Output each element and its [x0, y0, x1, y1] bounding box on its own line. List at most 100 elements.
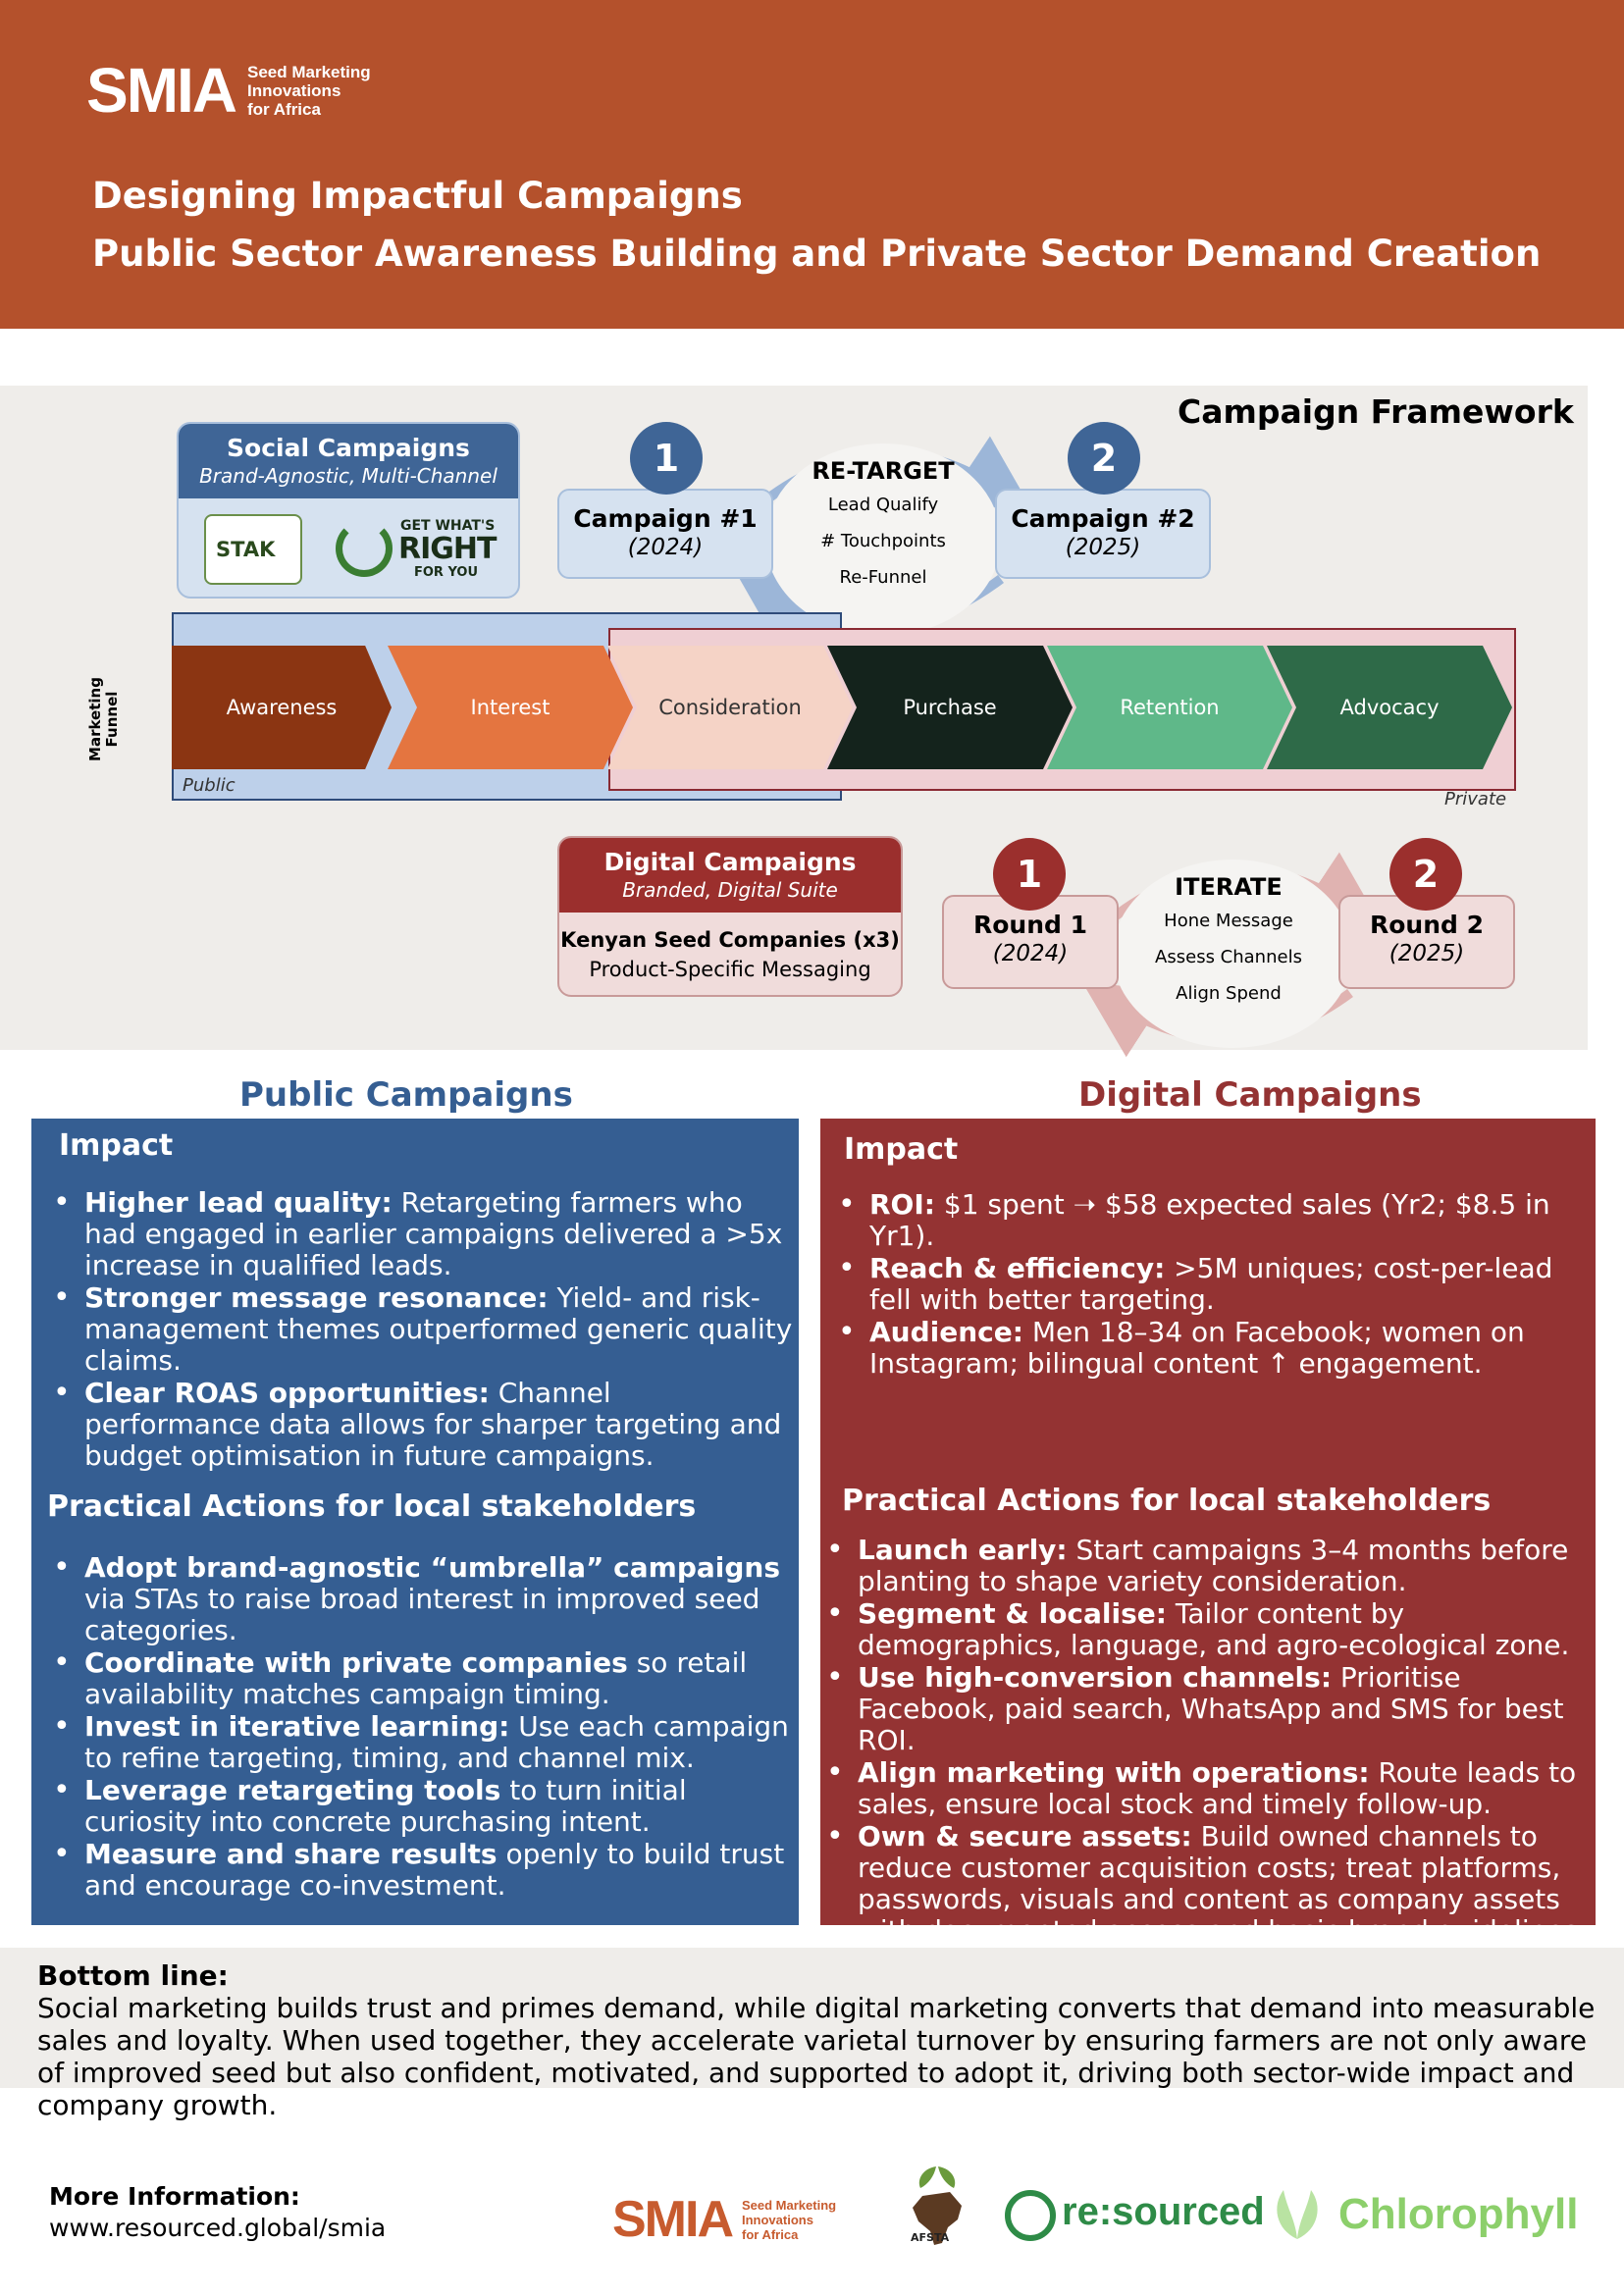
campaign-2-number-badge: 2 [1068, 422, 1140, 495]
list-item: Higher lead quality: Retargeting farmers… [49, 1187, 795, 1281]
list-item-text: Tailor content by demographics, language… [858, 1597, 1570, 1661]
public-campaigns-panel: Impact Higher lead quality: Retargeting … [31, 1119, 799, 1925]
list-item-text: Retargeting farmers who had engaged in e… [84, 1186, 783, 1281]
bottom-line-heading: Bottom line: [37, 1959, 229, 1992]
campaign-2-year: (2025) [1065, 535, 1141, 560]
retarget-label: RE-TARGET Lead Qualify # Touchpoints Re-… [785, 457, 981, 596]
chlorophyll-leaf-icon [1277, 2190, 1318, 2239]
smia-logo-subtitle: Seed Marketing Innovations for Africa [247, 63, 371, 119]
public-range-label: Public [183, 775, 236, 796]
iterate-line: Align Spend [1176, 983, 1282, 1004]
gwr-circle-icon [336, 520, 393, 577]
social-campaigns-header: Social Campaigns Brand-Agnostic, Multi-C… [179, 424, 518, 498]
funnel-stage-purchase: Purchase [827, 646, 1073, 769]
list-item: Segment & localise: Tailor content by de… [822, 1598, 1590, 1661]
more-information-link[interactable]: www.resourced.global/smia [49, 2214, 387, 2242]
chlorophyll-logo: Chlorophyll [1338, 2190, 1579, 2238]
bottom-line-section [0, 1948, 1624, 2088]
campaign-1-box: Campaign #1 (2024) [557, 489, 773, 579]
funnel-label-line2: Funnel [103, 691, 121, 748]
list-item-text: to turn initial curiosity into concrete … [84, 1774, 687, 1838]
digital-campaigns-header: Digital Campaigns Branded, Digital Suite [559, 838, 901, 913]
campaign-1-number-badge: 1 [630, 422, 703, 495]
iterate-title: ITERATE [1175, 873, 1283, 901]
funnel-label-line1: Marketing [86, 677, 104, 761]
footer-smia-logo: SMIA [612, 2191, 734, 2248]
list-item-lead: Align marketing with operations: [858, 1756, 1370, 1789]
list-item-text: Use each campaign to refine targeting, t… [84, 1710, 789, 1774]
digital-impact-heading: Impact [844, 1132, 959, 1167]
digital-campaigns-line1: Kenyan Seed Companies (x3) [560, 928, 900, 952]
campaign-1-title: Campaign #1 [573, 504, 758, 533]
retarget-loop-arrows [732, 436, 1034, 644]
page-subtitle: Public Sector Awareness Building and Pri… [92, 233, 1542, 275]
list-item-text: via STAs to raise broad interest in impr… [84, 1583, 760, 1646]
social-campaigns-title: Social Campaigns [227, 434, 470, 462]
list-item: Stronger message resonance: Yield- and r… [49, 1282, 795, 1377]
public-actions-heading: Practical Actions for local stakeholders [47, 1489, 697, 1524]
framework-title: Campaign Framework [1178, 392, 1574, 431]
list-item-text: Route leads to sales, ensure local stock… [858, 1756, 1577, 1820]
round-1-number-badge: 1 [993, 838, 1066, 911]
header-banner [0, 0, 1624, 329]
list-item: Leverage retargeting tools to turn initi… [49, 1775, 795, 1838]
list-item-lead: Clear ROAS opportunities: [84, 1377, 490, 1409]
digital-campaigns-line2: Product-Specific Messaging [589, 958, 871, 981]
list-item: Clear ROAS opportunities: Channel perfor… [49, 1378, 795, 1472]
list-item-text: Channel performance data allows for shar… [84, 1377, 782, 1472]
list-item-text: Men 18–34 on Facebook; women on Instagra… [869, 1316, 1525, 1380]
round-1-title: Round 1 [972, 911, 1087, 939]
list-item: Own & secure assets: Build owned channel… [822, 1821, 1590, 1947]
iterate-loop-arrows [1081, 852, 1384, 1058]
list-item-text: $1 spent ➝ $58 expected sales (Yr2; $8.5… [869, 1188, 1550, 1252]
list-item: Audience: Men 18–34 on Facebook; women o… [834, 1317, 1590, 1380]
private-range-label: Private [1444, 789, 1507, 809]
round-1-year: (2024) [992, 941, 1069, 966]
list-item: Align marketing with operations: Route l… [822, 1757, 1590, 1820]
funnel-stage-retention: Retention [1047, 646, 1292, 769]
list-item-text: Start campaigns 3–4 months before planti… [858, 1534, 1569, 1597]
list-item: Reach & efficiency: >5M uniques; cost-pe… [834, 1253, 1590, 1316]
list-item-lead: Stronger message resonance: [84, 1281, 549, 1314]
funnel-stage-interest: Interest [388, 646, 633, 769]
footer-smia-subtitle: Seed Marketing Innovations for Africa [742, 2198, 837, 2242]
list-item-lead: ROI: [869, 1188, 935, 1221]
digital-campaigns-box: Digital Campaigns Branded, Digital Suite… [557, 836, 903, 997]
list-item-lead: Higher lead quality: [84, 1186, 393, 1219]
digital-actions-list: Launch early: Start campaigns 3–4 months… [822, 1535, 1590, 1948]
list-item-text: Build owned channels to reduce customer … [858, 1820, 1588, 1947]
gwr-logo-line2: RIGHT [398, 532, 497, 566]
list-item: Coordinate with private companies so ret… [49, 1647, 795, 1710]
digital-campaigns-heading: Digital Campaigns [1078, 1075, 1422, 1115]
smia-logo: SMIA [86, 55, 237, 126]
public-impact-list: Higher lead quality: Retargeting farmers… [49, 1187, 795, 1473]
gwr-logo-line3: FOR YOU [414, 565, 479, 580]
list-item-text: so retail availability matches campaign … [84, 1646, 748, 1710]
iterate-line: Assess Channels [1155, 947, 1302, 967]
list-item-lead: Own & secure assets: [858, 1820, 1192, 1852]
campaign-1-year: (2024) [627, 535, 704, 560]
public-impact-heading: Impact [59, 1128, 174, 1163]
list-item-lead: Adopt brand-agnostic “umbrella” campaign… [84, 1551, 781, 1584]
get-whats-right-logo: GET WHAT'S RIGHT FOR YOU [336, 514, 502, 585]
retarget-line: Re-Funnel [839, 567, 927, 588]
list-item-lead: Measure and share results [84, 1838, 498, 1870]
social-campaigns-subtitle: Brand-Agnostic, Multi-Channel [199, 464, 498, 488]
round-2-title: Round 2 [1369, 911, 1484, 939]
digital-campaigns-subtitle: Branded, Digital Suite [622, 878, 838, 902]
retarget-line: Lead Qualify [827, 495, 939, 515]
bottom-line-text: Social marketing builds trust and primes… [37, 1992, 1596, 2121]
list-item-lead: Use high-conversion channels: [858, 1661, 1333, 1694]
retarget-line: # Touchpoints [820, 531, 946, 551]
list-item-text: Prioritise Facebook, paid search, WhatsA… [858, 1661, 1564, 1756]
list-item-lead: Segment & localise: [858, 1597, 1167, 1630]
list-item: Invest in iterative learning: Use each c… [49, 1711, 795, 1774]
afsta-logo-icon [913, 2166, 962, 2245]
funnel-stage-awareness: Awareness [172, 646, 392, 769]
iterate-line: Hone Message [1164, 911, 1293, 931]
list-item-lead: Coordinate with private companies [84, 1646, 628, 1679]
iterate-label: ITERATE Hone Message Assess Channels Ali… [1130, 873, 1327, 1012]
campaign-2-box: Campaign #2 (2025) [995, 489, 1211, 579]
list-item-text: openly to build trust and encourage co-i… [84, 1838, 785, 1902]
retarget-title: RE-TARGET [812, 457, 955, 485]
